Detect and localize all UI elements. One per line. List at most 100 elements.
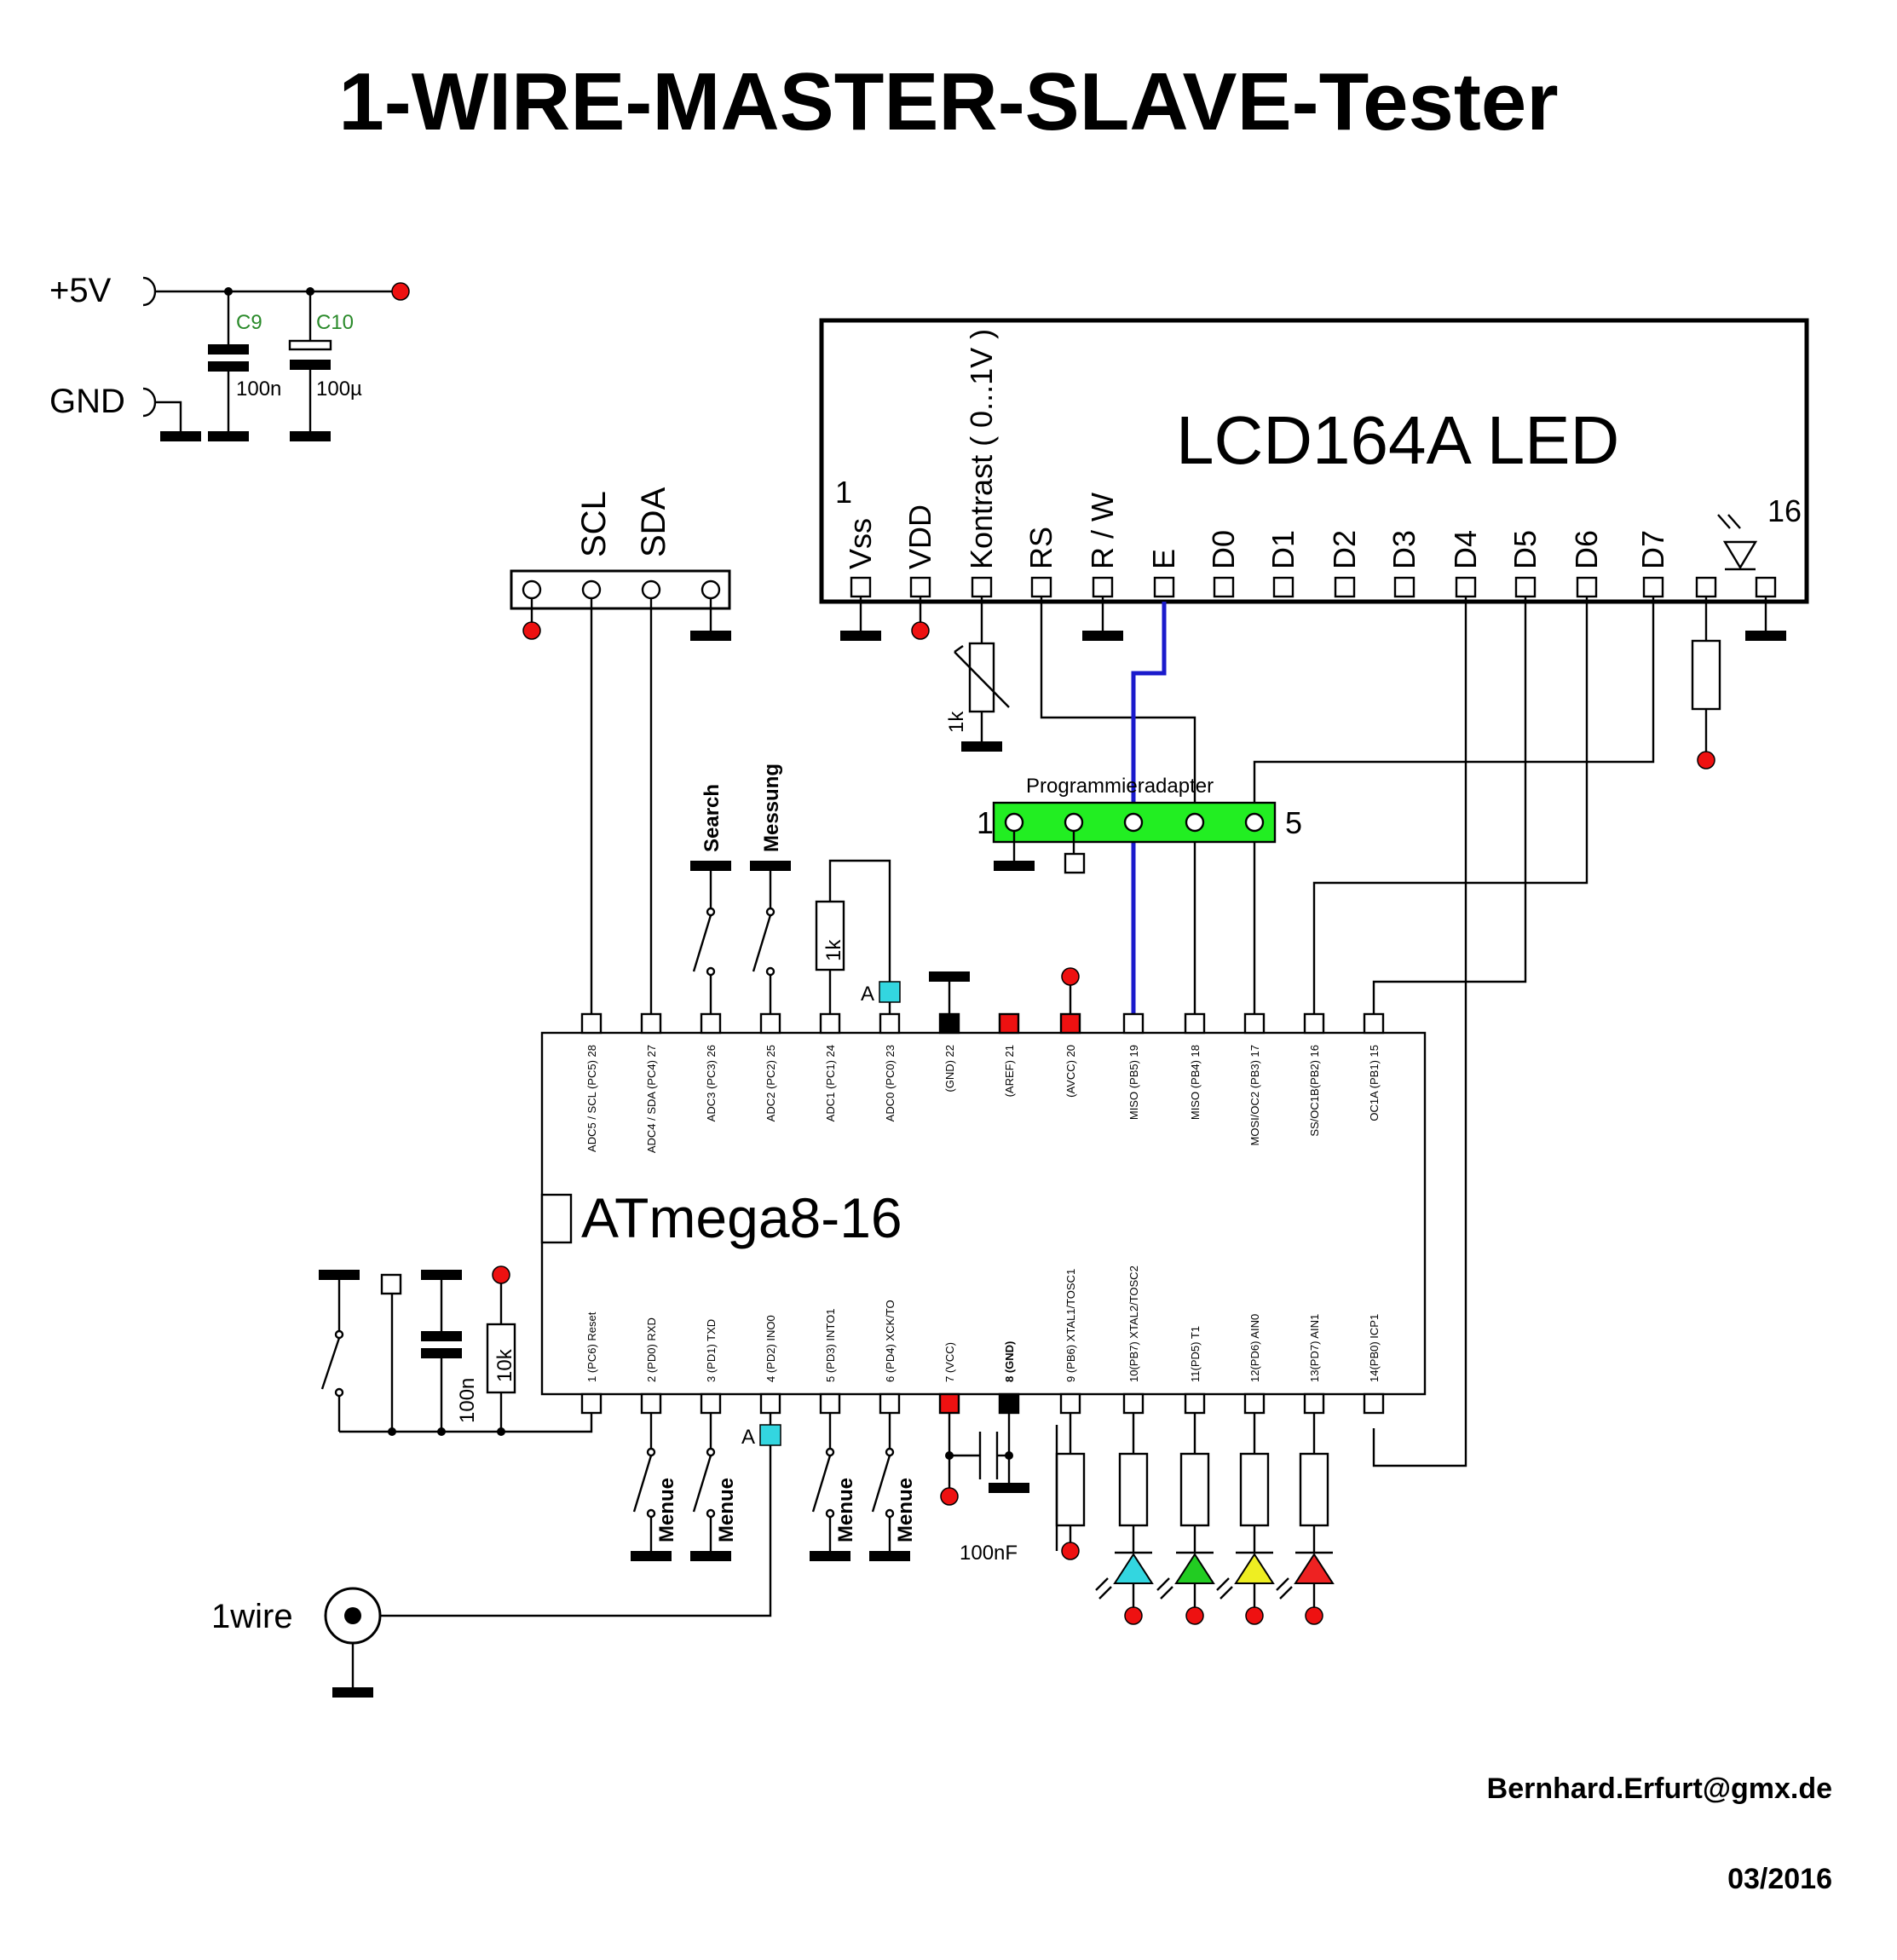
power-supply: +5V GND C9 100n C10 100µ [49,272,410,441]
mcu-top-pin [1184,1012,1206,1035]
mcu-bottom-pin-label: 12(PD6) AIN0 [1248,1314,1261,1382]
mcu-bottom-pin-label: 10(PB7) XTAL2/TOSC2 [1127,1265,1140,1382]
lcd-pin-pad [1272,576,1294,598]
mcu-top-pin-label: ADC4 / SDA (PC4) 27 [645,1045,658,1153]
lcd-pin-pad [1213,576,1235,598]
lcd-pin-pad [1695,576,1717,598]
mcu-top-pin [1243,1012,1266,1035]
lcd-pin-label: D4 [1448,530,1483,569]
mcu-bottom-pin [819,1392,841,1415]
date: 03/2016 [1727,1863,1832,1895]
mcu-bottom-pin [1303,1392,1325,1415]
menu-button-label: Menue [715,1478,738,1542]
lcd-pin-last: 16 [1767,493,1802,528]
lcd-pin-pad [1455,576,1477,598]
mcu-top-pin [640,1012,662,1035]
mcu-bottom-pin [1059,1392,1081,1415]
mcu-top-pin-label: ADC5 / SCL (PC5) 28 [585,1045,598,1152]
mcu-bottom-pin-label: 9 (PB6) XTAL1/TOSC1 [1064,1269,1077,1382]
mcu-bottom-pin-label: 3 (PD1) TXD [705,1319,718,1382]
reset-cap-label: 100n [456,1378,479,1423]
lcd-pin-label: D1 [1266,530,1300,569]
mcu-name: ATmega8-16 [581,1186,902,1249]
prog-pin-first: 1 [977,805,994,840]
mcu-bottom-pin-label: 5 (PD3) INTO1 [824,1309,837,1382]
gnd-label: GND [49,383,125,420]
mcu-bottom-pin-label: 7 (VCC) [943,1342,956,1382]
lcd-pin-label: D2 [1327,530,1362,569]
c9-value: 100n [236,378,281,401]
mcu-bottom-pin-label: 14(PB0) ICP1 [1368,1314,1381,1382]
mcu-top-pin-label: (GND) 22 [943,1045,956,1092]
c10-value: 100µ [316,378,362,401]
adc-resistor-label: 1k [822,939,845,961]
lcd-pin-pad [850,576,872,598]
mcu-bottom-pin-label: 13(PD7) AIN1 [1308,1314,1321,1382]
marker-a-top [879,981,901,1003]
mcu-bottom-pin [700,1392,722,1415]
prog-label: Programmieradapter [1026,775,1214,798]
mcu-top-pin [1363,1012,1385,1035]
mcu-top-pin-label: (AVCC) 20 [1064,1045,1077,1098]
mcu-bottom-pin [998,1392,1020,1415]
lcd-pin-pad [971,576,993,598]
status-led-icon [1174,1553,1215,1584]
reset-resistor-label: 10k [493,1348,516,1382]
lcd-pin-label: E [1146,549,1181,569]
mcu-top-pin [700,1012,722,1035]
mcu-top-pin-label: MISO (PB5) 19 [1127,1045,1140,1120]
status-led-icon [1113,1553,1154,1584]
page-title: 1-WIRE-MASTER-SLAVE-Tester [338,56,1558,147]
mcu-top-pin [938,1012,960,1035]
prog-adapter: Programmieradapter 1 5 [977,775,1302,874]
mcu-bottom-pin [938,1392,960,1415]
lcd-pin-pad [1642,576,1664,598]
marker-a-top-label: A [861,983,874,1006]
lcd-pin-first: 1 [835,475,852,510]
mcu-bottom-pin-label: 4 (PD2) INO0 [764,1315,777,1382]
mcu-bottom-pin-label: 2 (PD0) RXD [645,1317,658,1382]
mcu-bottom-pin [1243,1392,1266,1415]
mcu-top-pin-label: SS/OC1B(PB2) 16 [1308,1045,1321,1137]
mcu-top-pin-label: ADC0 (PC0) 23 [884,1045,897,1121]
contrast-pot-label: 1k [945,711,968,733]
lcd-pin-pad [1092,576,1114,598]
c9-name: C9 [236,311,262,334]
menu-button-label: Menue [834,1478,857,1542]
lcd-pin-label: D3 [1387,530,1421,569]
lcd-pin-pad [1514,576,1537,598]
lcd-pin-pad [1334,576,1356,598]
lcd-pin-label: D7 [1635,530,1670,569]
i2c-header: SCL SDA [510,487,731,1014]
mcu-bottom-pin-label: 6 (PD4) XCK/TO [884,1300,897,1382]
mcu-bottom-pin [879,1392,901,1415]
author: Bernhard.Erfurt@gmx.de [1487,1773,1832,1805]
lcd-pin-pad [1393,576,1416,598]
mcu-top-pin-label: MOSI/OC2 (PB3) 17 [1248,1045,1261,1145]
mcu-top-pin-label: ADC3 (PC3) 26 [705,1045,718,1121]
mcu-top-pin [1303,1012,1325,1035]
vcc-cap-label: 100nF [960,1542,1018,1565]
lcd-pin-label: RS [1023,527,1058,569]
mcu: ATmega8-16 ADC5 / SCL (PC5) 28 ADC4 / SDA… [540,1012,1427,1415]
status-led-icon [1294,1553,1335,1584]
marker-a-bottom [759,1424,781,1446]
lcd-pin-pad [1030,576,1052,598]
lcd-pin-label: Vss [843,518,878,569]
backlight-led-icon [1722,540,1758,570]
measure-button-label: Messung [760,764,783,852]
mcu-top-pin [819,1012,841,1035]
lcd-wiring: 1k [840,597,1786,1467]
mcu-top-pin-label: ADC1 (PC1) 24 [824,1045,837,1121]
vplus-dot [391,282,410,301]
mcu-bottom-pin [640,1392,662,1415]
scl-label: SCL [575,491,613,557]
lcd-pin-label: D5 [1508,530,1542,569]
menu-button-label: Menue [894,1478,917,1542]
lcd-pin-label: VDD [902,504,937,569]
lcd-name: LCD164A LED [1176,402,1619,478]
c10-plate [288,339,332,351]
mcu-top-peripherals: Search Messung 1k A [690,764,1080,1014]
